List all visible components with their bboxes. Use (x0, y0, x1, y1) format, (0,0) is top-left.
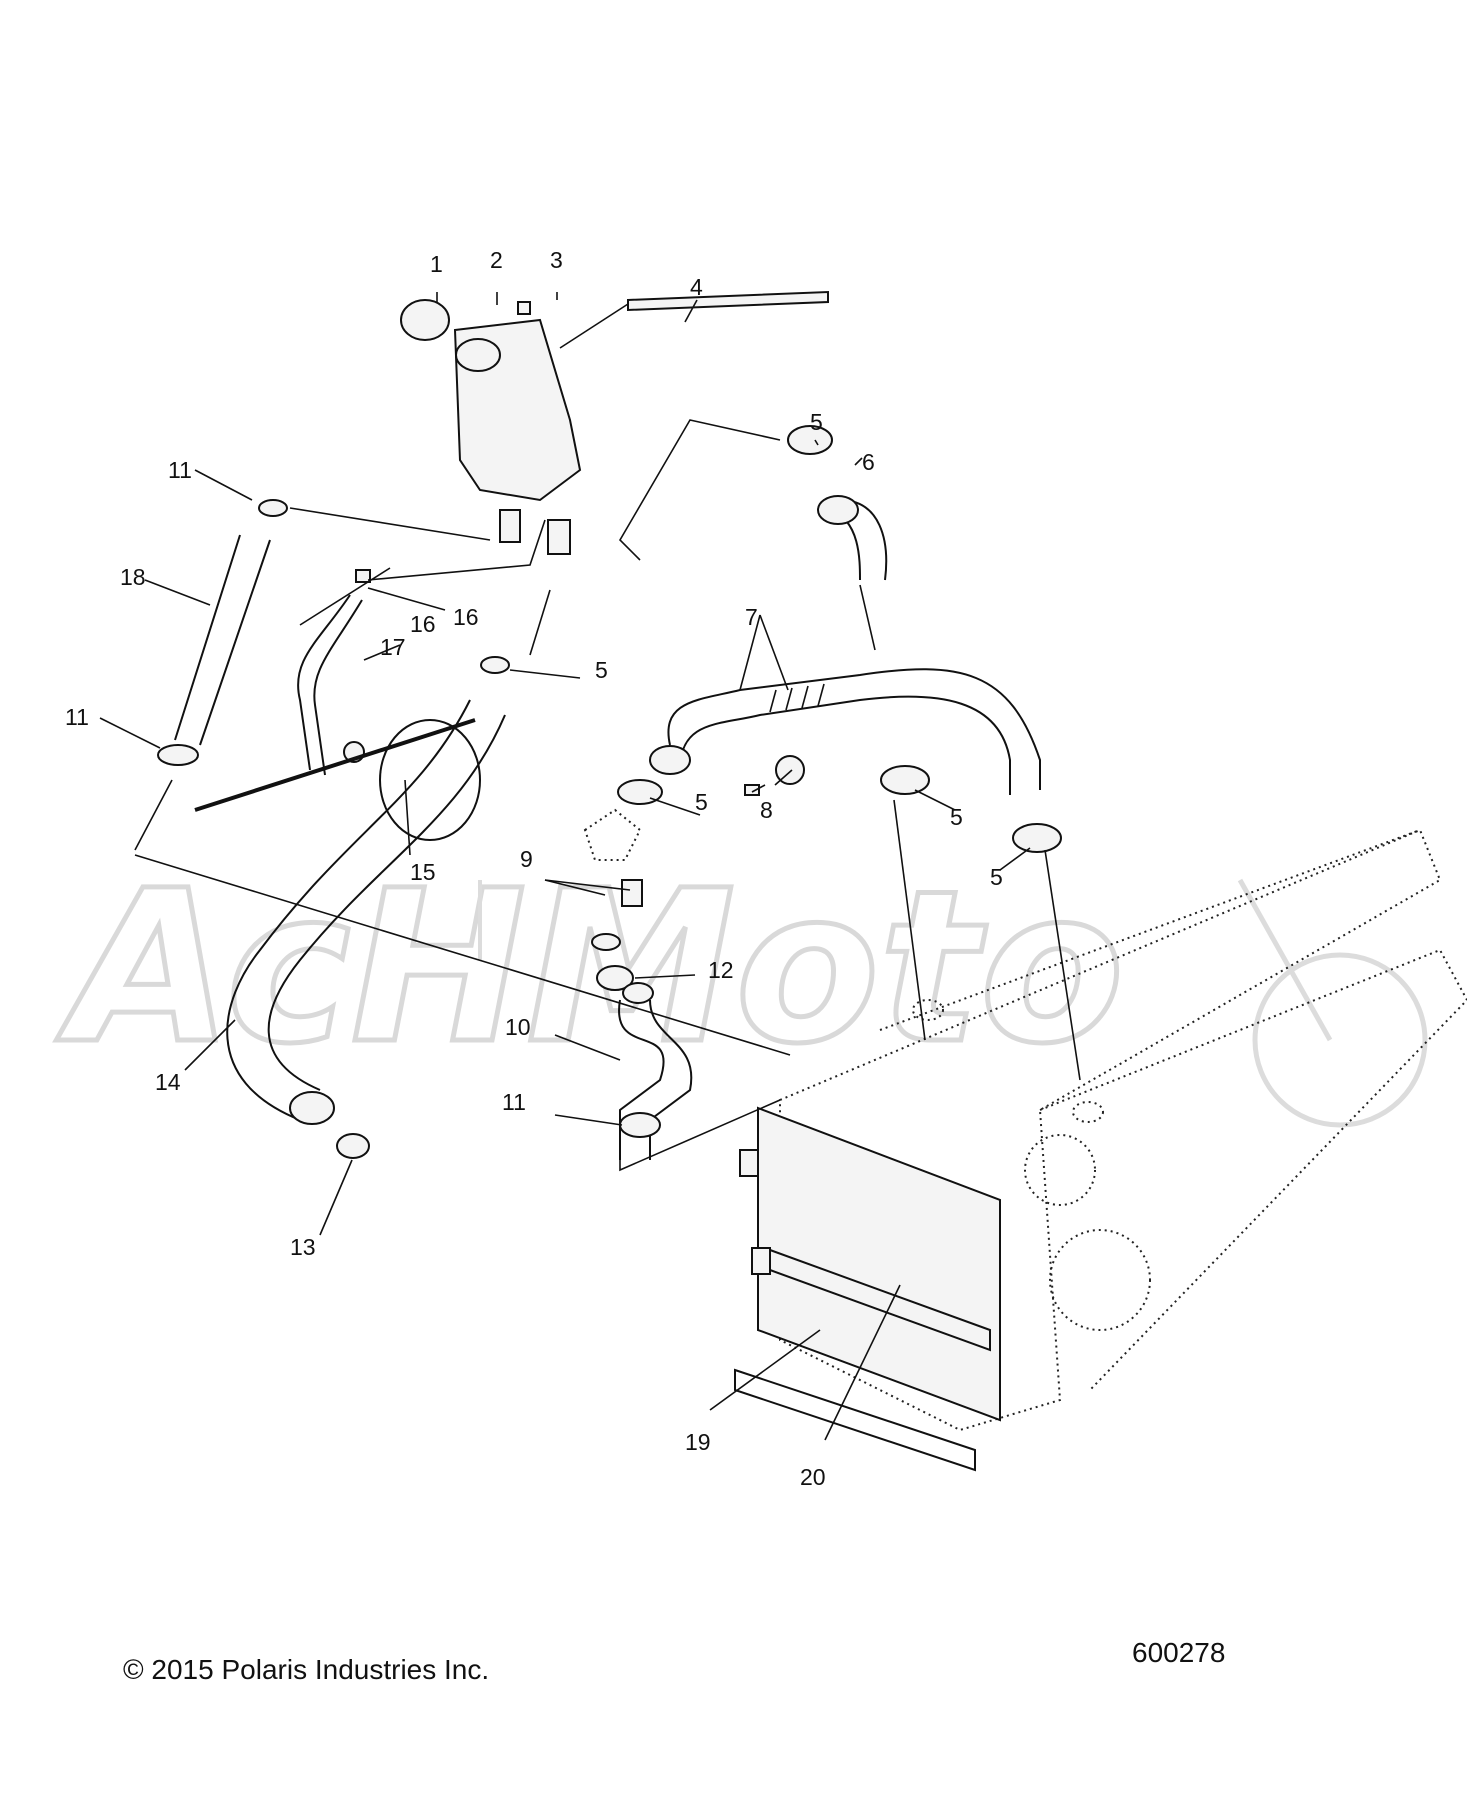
callout-12: 12 (708, 957, 734, 983)
chassis-tunnel (779, 828, 1467, 1432)
hose-end (649, 745, 691, 775)
hose-clamp (480, 656, 510, 674)
filler-neck (455, 338, 501, 372)
callout-2: 2 (490, 247, 503, 273)
hose-clamp (1012, 823, 1062, 853)
callout-5: 5 (950, 804, 963, 830)
callout-15: 15 (410, 859, 436, 885)
hose-clamp (880, 765, 930, 795)
callout-14: 14 (155, 1069, 181, 1095)
overflow-hose (174, 534, 271, 746)
callout-1: 1 (430, 251, 443, 277)
outlet-fitting (751, 1247, 771, 1275)
hose-clamp (619, 1112, 661, 1138)
hose-clamp (258, 499, 288, 517)
leader-lines (99, 292, 1081, 1441)
heat-exchanger (734, 1106, 1001, 1472)
hose-fitting (355, 569, 371, 583)
thermostat-gasket (591, 933, 621, 951)
callout-5: 5 (595, 657, 608, 683)
thermostat-body (621, 879, 643, 907)
bypass-hose (618, 999, 693, 1160)
callout-8: 8 (760, 797, 773, 823)
callout-5: 5 (695, 789, 708, 815)
hose-clamp (157, 744, 199, 766)
hose-end (289, 1091, 335, 1125)
callout-7: 7 (745, 604, 758, 630)
tank-outlet (499, 509, 521, 543)
callout-3: 3 (550, 247, 563, 273)
callout-16: 16 (410, 611, 436, 637)
diagram-number: 600278 (1132, 1637, 1226, 1668)
upper-radiator-hose (667, 668, 1041, 790)
callout-13: 13 (290, 1234, 316, 1260)
callout-17: 17 (380, 634, 406, 660)
callout-5: 5 (810, 409, 823, 435)
callout-20: 20 (800, 1464, 826, 1490)
callout-10: 10 (505, 1014, 531, 1040)
thermostat (583, 808, 643, 951)
small-hose (297, 594, 363, 776)
hose-clamp (817, 495, 859, 525)
callout-16: 16 (453, 604, 479, 630)
tank-outlet-large (547, 519, 571, 555)
pressure-cap (400, 299, 450, 341)
hose-clamp (787, 425, 833, 455)
hose-clip (744, 755, 805, 796)
callout-4: 4 (690, 274, 703, 300)
copyright-notice: © 2015 Polaris Industries Inc. (123, 1654, 490, 1685)
coolant-reservoir (400, 299, 582, 555)
watermark-text: AcHMoto (56, 845, 1124, 1090)
hose-clamp (336, 1133, 370, 1159)
callout-11: 11 (502, 1089, 526, 1115)
hose-end (622, 982, 654, 1004)
heat-exchanger-plate (734, 1368, 976, 1472)
callout-labels: 1 2 3 4 5 6 7 8 5 5 5 9 12 10 11 5 16 17… (65, 247, 1003, 1490)
callout-19: 19 (685, 1429, 711, 1455)
upper-radiator-hose-edge (679, 695, 1011, 795)
callout-9: 9 (520, 846, 533, 872)
callout-18: 18 (120, 564, 146, 590)
vent-tube (627, 290, 829, 312)
hose-sleeve (769, 683, 825, 713)
callout-11: 11 (168, 457, 192, 483)
cable-tie (194, 718, 481, 841)
hose-clamp (596, 965, 634, 991)
mounting-screw (517, 301, 531, 315)
watermark-logo: AcHMoto (54, 843, 1428, 1128)
callout-11: 11 (65, 704, 89, 730)
lower-radiator-hose (226, 699, 506, 1121)
callout-6: 6 (862, 449, 875, 475)
callout-5: 5 (990, 864, 1003, 890)
inlet-fitting (739, 1149, 759, 1177)
